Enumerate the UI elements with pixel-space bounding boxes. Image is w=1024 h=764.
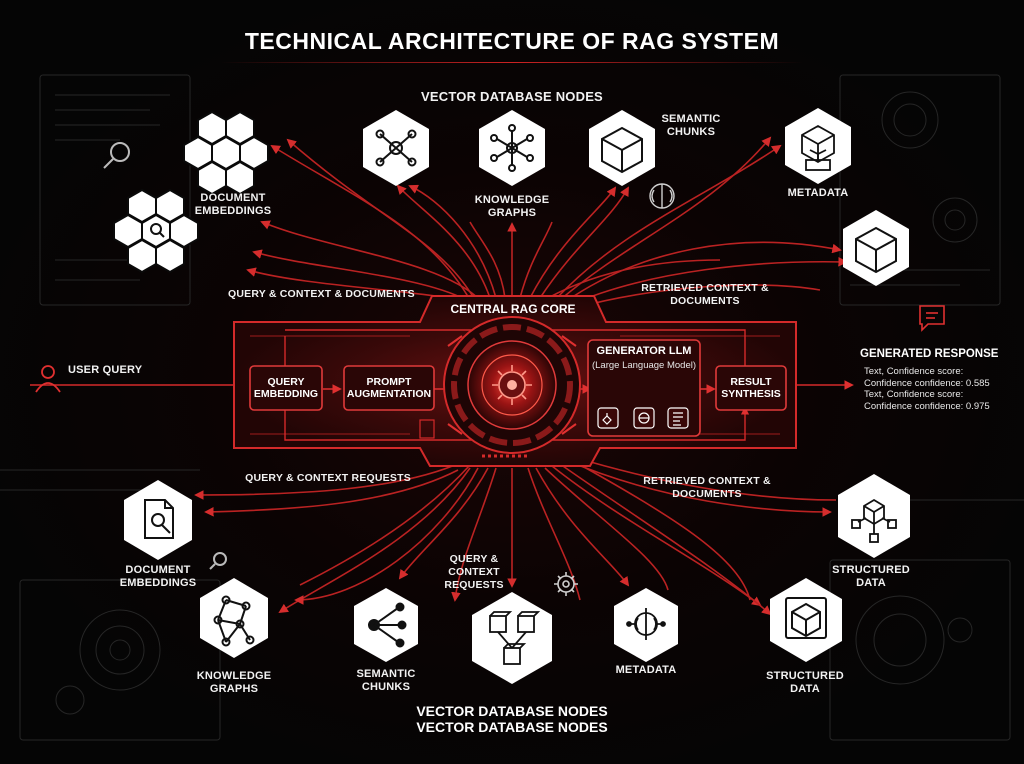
metadata-bottom-label: METADATA bbox=[615, 664, 677, 676]
query-context-requests-center-label: QUERY & CONTEXT REQUESTS bbox=[444, 553, 504, 591]
stacked-cubes-icon bbox=[801, 124, 835, 171]
connection-wires-bottom bbox=[194, 455, 837, 616]
cube-hexagon-right bbox=[843, 210, 909, 286]
chat-icon bbox=[919, 305, 945, 332]
response-line: Confidence confidence: 0.585 bbox=[864, 377, 990, 389]
structured-data-bottom-label: STRUCTURED DATA bbox=[766, 670, 844, 695]
prompt-augmentation-label: PROMPT AUGMENTATION bbox=[346, 376, 432, 400]
response-line: Confidence confidence: 0.975 bbox=[864, 400, 990, 412]
semantic-chunks-hexagon-top bbox=[589, 110, 655, 186]
brain-outline-icon bbox=[649, 183, 675, 209]
query-context-documents-label: QUERY & CONTEXT & DOCUMENTS bbox=[228, 288, 415, 300]
structured-data-right-label: STRUCTURED DATA bbox=[832, 564, 910, 589]
response-line: Text, Confidence score: bbox=[864, 366, 964, 377]
connection-wires bbox=[246, 136, 848, 309]
generator-llm-title: GENERATOR LLM bbox=[596, 345, 692, 357]
user-icon bbox=[35, 365, 61, 393]
central-rag-core-title: CENTRAL RAG CORE bbox=[450, 302, 576, 316]
generator-llm-label: GENERATOR LLM (Large Language Model) bbox=[588, 345, 700, 371]
document-search-icon bbox=[144, 499, 174, 539]
brain-icon bbox=[626, 608, 666, 640]
bottom-section-title: VECTOR DATABASE NODES bbox=[416, 703, 608, 719]
document-embeddings-top-label: DOCUMENT EMBEDDINGS bbox=[194, 192, 272, 217]
page-title: TECHNICAL ARCHITECTURE OF RAG SYSTEM bbox=[244, 28, 780, 54]
honeycomb-icon-top bbox=[183, 110, 269, 196]
background-circuitry bbox=[0, 74, 1024, 741]
semantic-chunks-branch-icon bbox=[368, 602, 407, 648]
vector-db-hexagon-bottom bbox=[472, 592, 552, 684]
knowledge-graph-icon-top bbox=[490, 124, 534, 172]
generated-response-text: Text, Confidence score: Confidence confi… bbox=[864, 366, 990, 412]
user-query-label: USER QUERY bbox=[68, 364, 143, 376]
semantic-chunks-top-label: SEMANTIC CHUNKS bbox=[661, 113, 721, 138]
bottom-section-title-repeat: VECTOR DATABASE NODES bbox=[416, 719, 608, 735]
central-hub-gear-icon bbox=[419, 316, 581, 458]
retrieved-context-bottom-label: RETRIEVED CONTEXT & DOCUMENTS bbox=[643, 475, 771, 500]
knowledge-graph-icon-bottom bbox=[213, 595, 255, 647]
generator-llm-subtitle: (Large Language Model) bbox=[591, 360, 697, 371]
vector-cubes-icon bbox=[489, 611, 541, 665]
semantic-chunks-bottom-label: SEMANTIC CHUNKS bbox=[356, 668, 416, 693]
query-embedding-box bbox=[249, 365, 323, 411]
magnifier-icon-decor bbox=[103, 142, 227, 570]
knowledge-graph-hexagon-bottom bbox=[200, 578, 268, 658]
metadata-top-label: METADATA bbox=[787, 187, 849, 199]
magnifier-icon bbox=[150, 223, 165, 238]
query-embedding-label: QUERY EMBEDDING bbox=[253, 376, 319, 400]
knowledge-graphs-bottom-label: KNOWLEDGE GRAPHS bbox=[196, 670, 272, 695]
response-line: Text, Confidence score: bbox=[864, 389, 964, 400]
result-synthesis-label: RESULT SYNTHESIS bbox=[721, 376, 781, 400]
cube-icon-right bbox=[855, 226, 897, 274]
structured-data-network-icon-right bbox=[851, 498, 897, 543]
title-underline bbox=[220, 62, 804, 63]
generated-response-title: GENERATED RESPONSE bbox=[860, 348, 999, 360]
prompt-augmentation-box bbox=[343, 365, 435, 411]
document-embeddings-bottom-label: DOCUMENT EMBEDDINGS bbox=[119, 564, 197, 589]
retrieved-context-top-label: RETRIEVED CONTEXT & DOCUMENTS bbox=[641, 282, 769, 307]
llm-tool-icons bbox=[597, 407, 689, 429]
query-context-requests-left-label: QUERY & CONTEXT REQUESTS bbox=[245, 472, 411, 484]
result-synthesis-box bbox=[715, 365, 787, 411]
gear-outline-icon bbox=[554, 572, 578, 596]
honeycomb-icon-left bbox=[113, 188, 199, 274]
structured-data-cube-icon-bottom bbox=[785, 597, 827, 639]
network-icon bbox=[375, 129, 417, 167]
top-section-title: VECTOR DATABASE NODES bbox=[421, 89, 603, 104]
document-search-hexagon bbox=[124, 480, 192, 560]
knowledge-graphs-top-label: KNOWLEDGE GRAPHS bbox=[474, 194, 550, 219]
cube-icon-top bbox=[601, 126, 643, 174]
